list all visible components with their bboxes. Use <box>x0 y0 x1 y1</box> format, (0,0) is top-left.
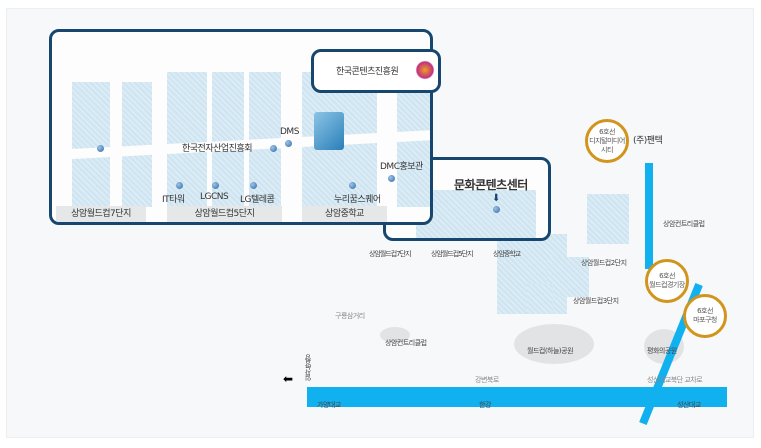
location-marker <box>250 182 257 189</box>
arrow-left-icon: ⬅ <box>283 372 294 386</box>
station-name: 디지털미디어시티 <box>589 136 625 154</box>
subway-line-6 <box>645 163 653 269</box>
label: 가양대교 <box>317 401 341 409</box>
dmc-label: DMC홍보관 <box>380 162 423 172</box>
location-marker <box>388 175 395 182</box>
lgcns-label: LGCNS <box>200 192 229 202</box>
label: 상암중학교 <box>493 250 521 258</box>
inset-bar: 상암월드컵5단지 <box>167 206 282 222</box>
label: 강변북로 <box>475 376 499 384</box>
inset-bar: 상암중학교 <box>302 206 387 222</box>
map-block <box>416 190 536 238</box>
station-line: 6호선 <box>697 307 713 315</box>
map-frame: 상암월드컵7단지 상암월드컵5단지 상암중학교 (주)팬텍 상암컨트리클럽 상암… <box>6 8 754 438</box>
direction-label: 일산방향 <box>304 355 312 381</box>
pantech-label: (주)팬텍 <box>633 136 663 146</box>
lgt-label: LG텔레콤 <box>240 195 275 205</box>
it-tower-label: IT타워 <box>162 195 185 205</box>
map-block <box>397 82 430 207</box>
label: 성산대교북단 교차로 <box>647 376 703 384</box>
label: 성산대교 <box>677 401 701 409</box>
station-line: 6호선 <box>659 272 675 280</box>
hangang-river <box>307 387 727 407</box>
label: 상암컨트리클럽 <box>663 220 705 228</box>
location-marker <box>212 182 219 189</box>
label: 월드컵(하늘)공원 <box>527 347 574 355</box>
kea-label: 한국전자산업진흥회 <box>182 144 253 154</box>
kocca-logo-icon <box>416 60 434 80</box>
park-shape <box>380 327 410 343</box>
arrow-down-icon: ⬇ <box>492 193 501 204</box>
kocca-logo-text: 한국콘텐츠진흥원 <box>336 67 399 77</box>
station-name: 월드컵경기장 <box>649 281 685 289</box>
inset-bar: 상암월드컵7단지 <box>56 206 146 222</box>
dms-label: DMS <box>280 127 299 137</box>
location-marker <box>493 206 500 213</box>
map-block <box>167 72 207 207</box>
label: 한강 <box>479 401 491 409</box>
nuri-label: 누리꿈스퀘어 <box>334 195 381 205</box>
map-block <box>547 257 589 297</box>
culture-center-title: 문화콘텐츠센터 <box>454 178 528 192</box>
map-block <box>587 194 629 244</box>
label: 상암월드컵3단지 <box>573 297 619 305</box>
map-block <box>527 284 553 314</box>
location-marker <box>176 182 183 189</box>
location-marker <box>349 182 356 189</box>
location-marker <box>285 140 292 147</box>
kocca-callout: 한국콘텐츠진흥원 <box>311 49 441 93</box>
station-name: 마포구청 <box>693 316 717 324</box>
label: 구룡삼거리 <box>335 312 365 320</box>
label: 상암월드컵7단지 <box>369 250 412 258</box>
label: 평화의공원 <box>647 347 677 355</box>
station-line: 6호선 <box>599 127 615 136</box>
label: 상암월드컵5단지 <box>431 250 474 258</box>
location-marker <box>270 145 277 152</box>
park-shape <box>514 324 594 364</box>
building-icon <box>314 112 344 150</box>
label: 상암컨트리클럽 <box>385 339 427 347</box>
map-block <box>72 82 110 207</box>
detail-inset: 상암월드컵7단지 상암월드컵5단지 상암중학교 한국전자산업진흥회 DMS DM… <box>49 29 433 225</box>
label: 상암월드컵2단지 <box>581 259 627 267</box>
location-marker <box>97 145 104 152</box>
